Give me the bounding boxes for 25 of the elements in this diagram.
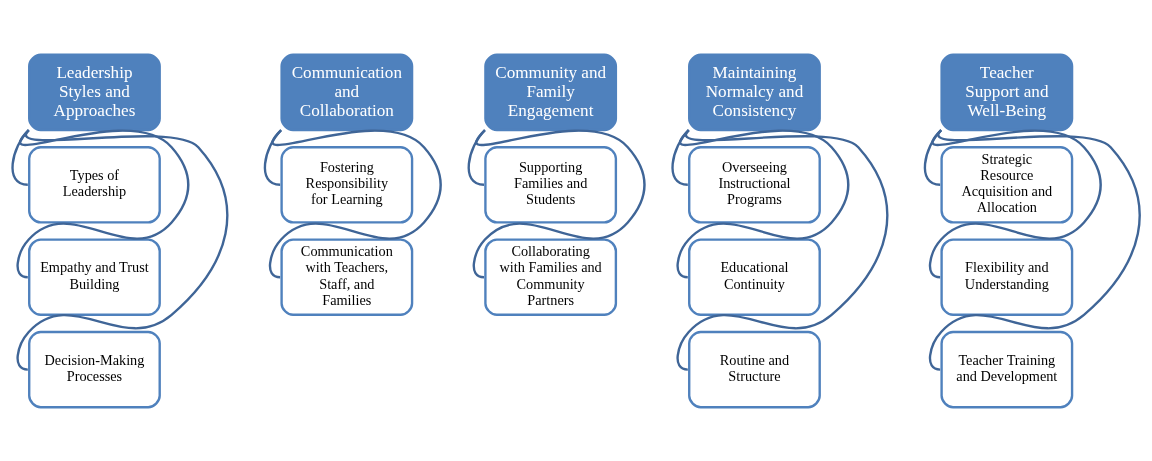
connector [268,128,442,278]
connector [16,128,190,278]
node-box: Types of Leadership [28,145,161,224]
node-box: Educational Continuity [688,237,821,316]
node-box: Decision-Making Processes [28,330,161,408]
node-box: Leadership Styles and Approaches [28,53,161,131]
connector [472,128,646,278]
node-box: Strategic Resource Acquisition and Allocation [940,145,1074,224]
node-box: Fostering Responsibility for Learning [280,145,414,224]
node-box: Flexibility and Understanding [940,237,1074,316]
node-box: Collaborating with Families and Community Partners [484,237,618,316]
node-box: Community and Family Engagement [484,53,618,131]
node-box: Maintaining Normalcy and Consistency [688,53,821,131]
node-box: Empathy and Trust Building [28,237,161,316]
connector [16,129,229,371]
node-box: Communication and Collaboration [280,53,414,131]
node-box: Routine and Structure [688,330,821,408]
node-box: Supporting Families and Students [484,145,618,224]
connector [928,128,1102,278]
node-box: Teacher Training and Development [940,330,1074,408]
connector [676,128,850,278]
node-box: Communication with Teachers, Staff, and Families [280,237,414,316]
node-box: Overseeing Instructional Programs [688,145,821,224]
connector [676,129,889,371]
node-box: Teacher Support and Well-Being [940,53,1074,131]
